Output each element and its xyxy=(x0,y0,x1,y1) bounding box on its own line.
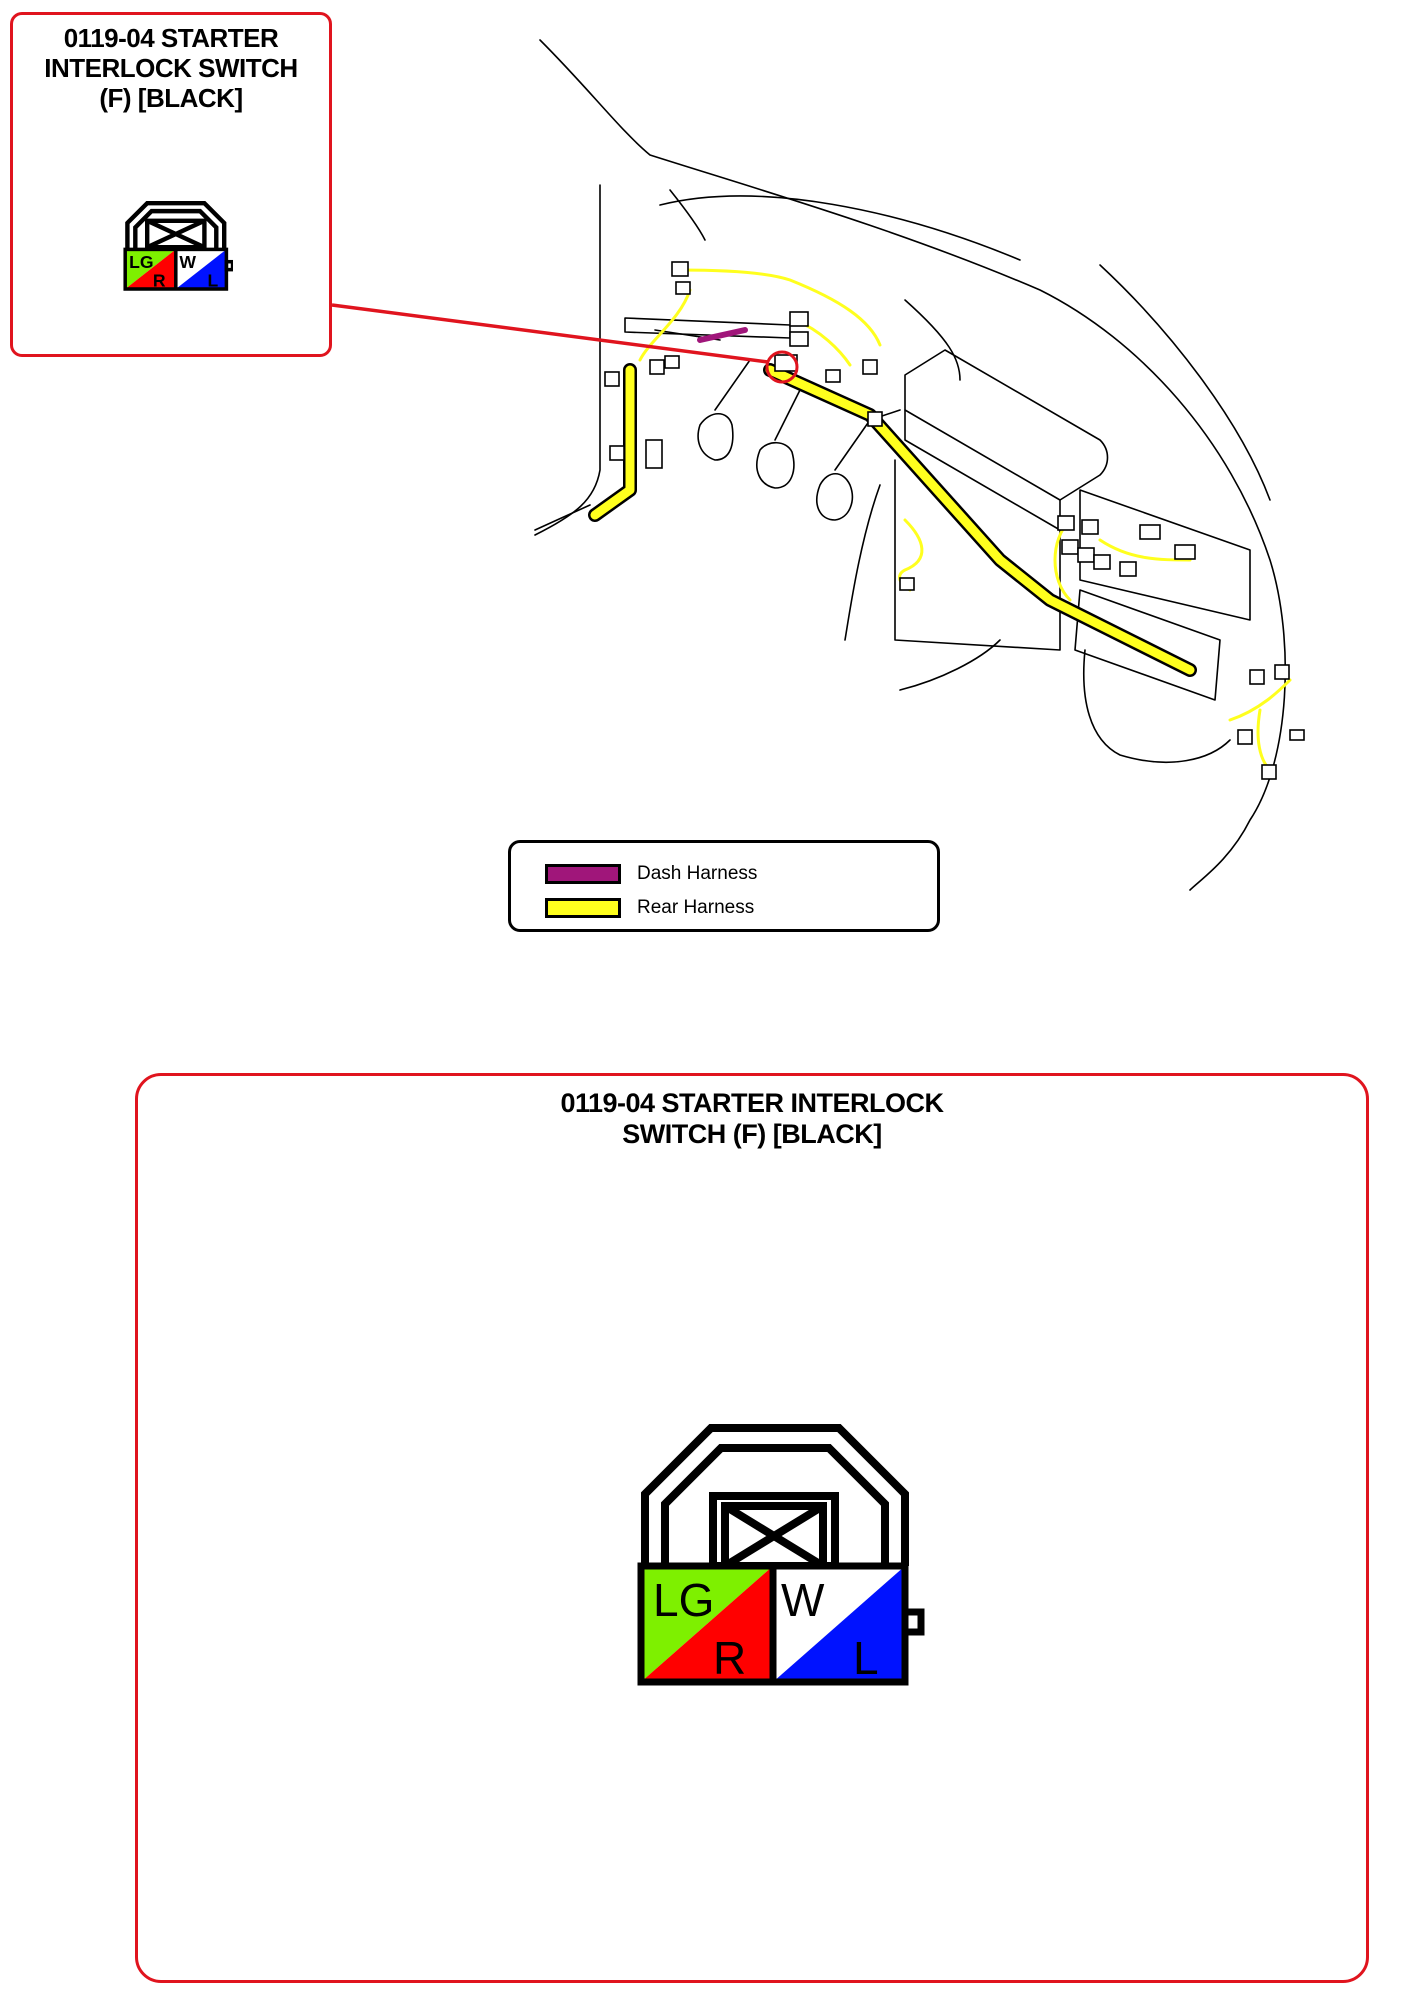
detail-title-line: 0119-04 STARTER INTERLOCK xyxy=(560,1088,944,1118)
pin-label-r: R xyxy=(153,270,166,290)
pin-label-lg: LG xyxy=(129,252,153,272)
legend-swatch-rear xyxy=(545,898,621,918)
callout-title-line: (F) [BLACK] xyxy=(99,83,243,113)
pin-label-lg: LG xyxy=(653,1574,714,1626)
harness-legend: Dash Harness Rear Harness xyxy=(508,840,940,932)
legend-item-rear: Rear Harness xyxy=(545,895,754,921)
pin-label-w: W xyxy=(781,1574,825,1626)
legend-label: Rear Harness xyxy=(637,897,755,918)
legend-swatch-dash xyxy=(545,864,621,884)
callout-title-line: INTERLOCK SWITCH xyxy=(44,53,298,83)
pin-label-w: W xyxy=(179,252,196,272)
pin-label-r: R xyxy=(713,1632,746,1684)
detail-title: 0119-04 STARTER INTERLOCK SWITCH (F) [BL… xyxy=(138,1088,1366,1150)
connector-callout: 0119-04 STARTER INTERLOCK SWITCH (F) [BL… xyxy=(10,12,332,357)
connector-face-thumbnail: LG R W L xyxy=(123,201,233,291)
callout-title: 0119-04 STARTER INTERLOCK SWITCH (F) [BL… xyxy=(13,23,329,113)
legend-item-dash: Dash Harness xyxy=(545,861,757,887)
connector-face-detail: LG R W L xyxy=(637,1424,925,1686)
harness-location-diagram xyxy=(331,39,1305,891)
pin-label-l: L xyxy=(207,270,218,290)
legend-label: Dash Harness xyxy=(637,863,758,884)
pin-label-l: L xyxy=(853,1632,879,1684)
callout-title-line: 0119-04 STARTER xyxy=(63,23,279,53)
connector-detail-panel: 0119-04 STARTER INTERLOCK SWITCH (F) [BL… xyxy=(135,1073,1369,1983)
detail-title-line: SWITCH (F) [BLACK] xyxy=(622,1119,882,1149)
